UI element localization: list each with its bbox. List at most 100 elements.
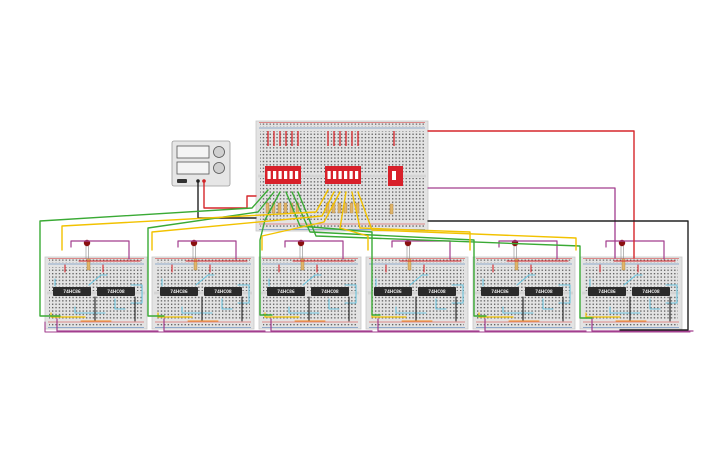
wire-purple	[484, 318, 587, 332]
wire-yellow-b	[151, 191, 335, 251]
chip-label: 74HC08	[321, 289, 339, 294]
chip-body	[53, 287, 91, 296]
chip-body	[525, 287, 563, 296]
center-channel	[368, 291, 466, 295]
wire-purple-bottom	[44, 321, 691, 333]
wire-cyan	[558, 284, 571, 304]
wire-cyan	[409, 274, 429, 286]
led-resistor	[193, 258, 198, 271]
rail-holes	[260, 225, 424, 229]
wire-green-a	[39, 189, 269, 317]
chip-left-1: 74HC86	[53, 287, 91, 296]
rail-holes	[49, 323, 143, 327]
chip-label: 74HC86	[491, 289, 509, 294]
led-resistor	[300, 258, 305, 271]
wire-purple	[391, 240, 451, 260]
wire-cyan	[649, 298, 661, 310]
chip-body	[632, 287, 670, 296]
center-channel	[261, 291, 359, 295]
chip-body	[481, 287, 519, 296]
chip-label: 74HC08	[107, 289, 125, 294]
chip-body	[311, 287, 349, 296]
dip-switch-toggle	[333, 171, 337, 179]
wire-yellow	[478, 312, 514, 318]
wire-yellow	[157, 312, 193, 318]
wire-green-c	[259, 191, 281, 316]
wire-purple	[377, 318, 480, 332]
chip-label: 74HC08	[535, 289, 553, 294]
voltage-knob-icon	[213, 146, 225, 158]
wire-red-long	[427, 130, 635, 259]
dip-switch-toggle	[284, 171, 288, 179]
wire-yellow	[50, 312, 86, 318]
wire-purple-long	[427, 187, 616, 259]
wire-cyan	[344, 284, 357, 304]
dip-switch-3-toggle	[392, 171, 396, 180]
dip-switch-toggle	[349, 171, 353, 179]
wire-purple	[591, 318, 694, 332]
wire-cyan	[237, 284, 250, 304]
wire-green-b	[147, 191, 275, 317]
wire-cyan	[623, 274, 643, 286]
wire-green-e	[291, 191, 487, 317]
terminal-holes-bottom	[584, 295, 678, 319]
rail-holes	[370, 323, 464, 327]
chip-label: 74HC86	[63, 289, 81, 294]
breadboards	[44, 120, 683, 330]
dip-switch-toggle	[344, 171, 348, 179]
dip-switch-toggle	[267, 171, 271, 179]
wires	[39, 130, 694, 333]
wire-purple	[605, 240, 665, 260]
chip-left-2: 74HC86	[160, 287, 198, 296]
wire-yellow-f	[357, 191, 577, 251]
dip-switch-toggle	[278, 171, 282, 179]
pulldown-resistor	[277, 202, 282, 214]
rail-holes	[156, 323, 250, 327]
dip-switch-2	[325, 166, 361, 184]
power-supply-display-voltage	[176, 145, 210, 159]
terminal-holes-bottom	[156, 295, 250, 319]
chip-right-6: 74HC08	[632, 287, 670, 296]
center-channel	[154, 291, 252, 295]
wire-cyan	[665, 284, 678, 304]
wire-cyan	[195, 274, 215, 286]
center-channel	[582, 291, 680, 295]
rail-holes	[584, 323, 678, 327]
pulldown-resistor	[349, 202, 354, 214]
chip-body	[374, 287, 412, 296]
chip-label: 74HC08	[642, 289, 660, 294]
led-resistor	[514, 258, 519, 271]
wire-purple	[284, 240, 344, 260]
wire-yellow-e	[351, 191, 471, 251]
center-channel	[475, 291, 573, 295]
dc-power-supply	[171, 140, 231, 187]
chip-right-1: 74HC08	[97, 287, 135, 296]
wire-cyan	[435, 298, 447, 310]
chip-label: 74HC86	[170, 289, 188, 294]
dip-switch-toggle	[295, 171, 299, 179]
led-resistor	[86, 258, 91, 271]
chip-body	[97, 287, 135, 296]
wire-cyan	[130, 284, 143, 304]
terminal-holes-bottom	[49, 295, 143, 319]
terminal-holes-bottom	[263, 295, 357, 319]
wire-cyan	[88, 274, 108, 286]
chip-label: 74HC08	[428, 289, 446, 294]
wire-purple	[270, 318, 373, 332]
pulldown-resistor	[283, 202, 288, 214]
led-resistor	[407, 258, 412, 271]
wire-purple	[177, 240, 237, 260]
chip-right-3: 74HC08	[311, 287, 349, 296]
dip-switch-1	[265, 166, 301, 184]
dip-switch-toggle	[289, 171, 293, 179]
rail-holes	[260, 123, 424, 127]
pulldown-resistor	[265, 202, 270, 214]
wire-cyan	[451, 284, 464, 304]
power-supply-display-current	[176, 161, 210, 175]
dip-switch-body	[265, 166, 301, 184]
wire-yellow-d	[339, 191, 369, 251]
chip-right-2: 74HC08	[204, 287, 242, 296]
dip-switch-toggle	[273, 171, 277, 179]
